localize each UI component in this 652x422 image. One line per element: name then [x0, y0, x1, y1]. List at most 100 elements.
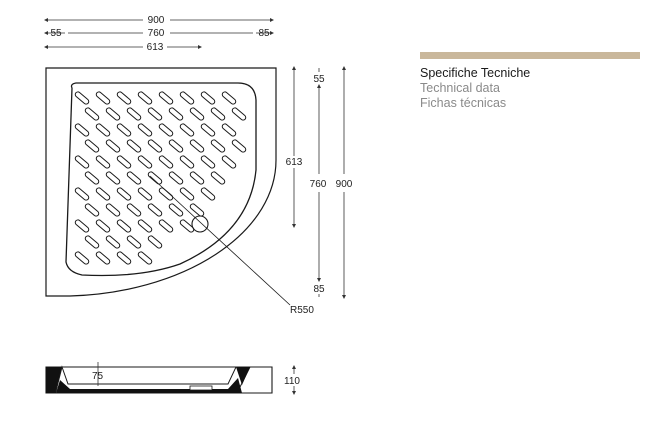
drain-circle: [191, 215, 209, 233]
anti-slip-slot: [231, 107, 247, 121]
specs-title-en: Technical data: [420, 81, 500, 95]
dim-label-top-inner: 613: [147, 42, 164, 53]
anti-slip-slot: [105, 107, 121, 121]
anti-slip-slot: [210, 139, 226, 153]
anti-slip-slot: [137, 219, 153, 233]
anti-slip-slot: [84, 139, 100, 153]
anti-slip-slot: [74, 251, 90, 265]
anti-slip-slot: [168, 107, 184, 121]
tray-plan-view: R550: [45, 67, 314, 316]
right-dimensions: [292, 66, 346, 299]
section-left-wall: [46, 367, 62, 393]
anti-slip-slot: [116, 219, 132, 233]
anti-slip-slot: [116, 123, 132, 137]
anti-slip-slot: [84, 107, 100, 121]
anti-slip-slot: [147, 203, 163, 217]
anti-slip-slot: [158, 187, 174, 201]
dim-label-right-mid: 760: [310, 179, 327, 190]
anti-slip-slot: [179, 187, 195, 201]
anti-slip-slot: [179, 91, 195, 105]
anti-slip-slot: [126, 139, 142, 153]
anti-slip-slot: [116, 91, 132, 105]
section-basin: [55, 365, 251, 392]
specs-panel: Specifiche Tecniche Technical data Ficha…: [420, 52, 640, 111]
anti-slip-slot: [105, 203, 121, 217]
anti-slip-slot: [221, 91, 237, 105]
dim-label-right-total: 900: [336, 179, 353, 190]
anti-slip-slot: [221, 123, 237, 137]
anti-slip-slot: [147, 235, 163, 249]
anti-slip-slot: [147, 107, 163, 121]
anti-slip-slot: [158, 155, 174, 169]
dim-label-top-total: 900: [148, 15, 165, 26]
anti-slip-slot: [189, 107, 205, 121]
top-dimensions: [44, 18, 274, 49]
radius-leader-line: [149, 175, 291, 306]
anti-slip-slot: [74, 123, 90, 137]
dim-label-top-left: 55: [50, 28, 62, 39]
anti-slip-slot: [126, 235, 142, 249]
anti-slip-slot: [200, 123, 216, 137]
anti-slip-slot: [200, 91, 216, 105]
anti-slip-slot: [105, 139, 121, 153]
anti-slip-slot: [74, 91, 90, 105]
anti-slip-slot: [189, 203, 205, 217]
anti-slip-slot: [168, 171, 184, 185]
anti-slip-slot: [221, 155, 237, 169]
anti-slip-slot: [116, 251, 132, 265]
dim-label-top-mid: 760: [148, 28, 165, 39]
anti-slip-slot: [158, 123, 174, 137]
anti-slip-slot: [95, 187, 111, 201]
anti-slip-slot: [84, 171, 100, 185]
dim-label-right-top: 55: [313, 74, 325, 85]
specs-title-es: Fichas técnicas: [420, 96, 507, 110]
anti-slip-slot: [95, 91, 111, 105]
anti-slip-slot: [147, 139, 163, 153]
anti-slip-slot: [74, 219, 90, 233]
anti-slip-slot: [74, 187, 90, 201]
anti-slip-slot: [116, 155, 132, 169]
anti-slip-slot: [95, 155, 111, 169]
anti-slip-slot: [210, 107, 226, 121]
anti-slip-slot: [168, 203, 184, 217]
anti-slip-slot: [74, 155, 90, 169]
anti-slip-slot: [179, 155, 195, 169]
dim-label-radius: R550: [290, 305, 314, 316]
anti-slip-slot: [105, 171, 121, 185]
anti-slip-slot: [210, 171, 226, 185]
anti-slip-slot: [126, 171, 142, 185]
anti-slip-slot: [189, 139, 205, 153]
anti-slip-slot: [231, 139, 247, 153]
anti-slip-slot: [95, 251, 111, 265]
tray-outline: [45, 67, 277, 297]
anti-slip-slot: [200, 155, 216, 169]
section-floor: [56, 378, 242, 393]
anti-slip-slot: [137, 91, 153, 105]
dim-label-right-bottom: 85: [313, 284, 325, 295]
specs-title-it: Specifiche Tecniche: [420, 66, 531, 80]
dim-label-section-height: 110: [284, 376, 300, 387]
anti-slip-slot: [105, 235, 121, 249]
anti-slip-slot: [147, 171, 163, 185]
accent-bar: [420, 52, 640, 59]
anti-slip-slot: [126, 107, 142, 121]
section-right-wall: [236, 367, 250, 385]
anti-slip-slot: [95, 219, 111, 233]
anti-slip-slot: [137, 187, 153, 201]
anti-slip-slot: [126, 203, 142, 217]
section-drain: [189, 385, 213, 391]
anti-slip-slot: [137, 123, 153, 137]
anti-slip-slot: [189, 171, 205, 185]
dim-label-top-right: 85: [258, 28, 270, 39]
tray-section-view: 75 110: [45, 362, 300, 395]
tray-inner-basin: [65, 82, 257, 277]
anti-slip-slot: [158, 91, 174, 105]
anti-slip-slot: [84, 203, 100, 217]
anti-slip-slot: [179, 123, 195, 137]
anti-slip-slot: [137, 155, 153, 169]
dim-label-section-depth: 75: [92, 371, 104, 382]
anti-slip-slot: [95, 123, 111, 137]
anti-slip-pattern: [74, 91, 247, 265]
anti-slip-slot: [84, 235, 100, 249]
